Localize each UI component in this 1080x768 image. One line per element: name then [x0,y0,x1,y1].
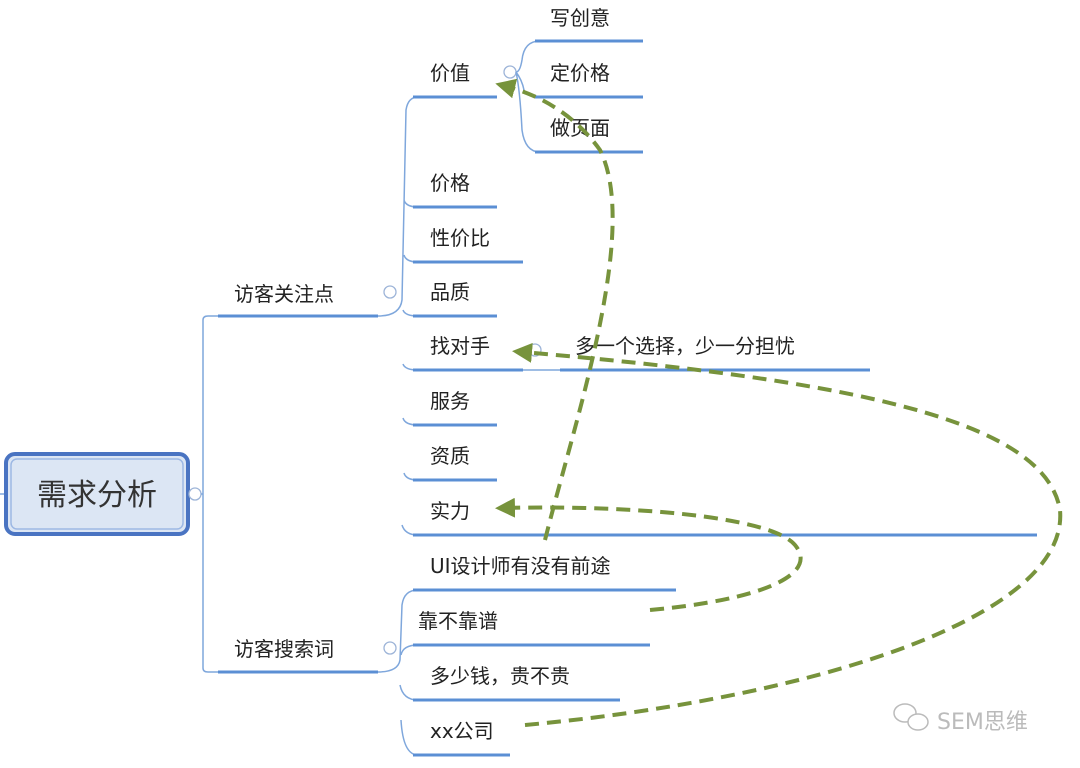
node-how-much[interactable]: 多少钱，贵不贵 [413,664,620,702]
node-label: 服务 [430,389,470,413]
node-cost-performance[interactable]: 性价比 [413,226,523,264]
node-reliable[interactable]: 靠不靠谱 [413,609,650,647]
node-service[interactable]: 服务 [413,389,497,427]
branch-label: 访客搜索词 [234,637,334,661]
node-xx-company[interactable]: xx公司 [413,719,510,757]
collapse-toggle-icon[interactable] [188,487,202,501]
node-label: 资质 [430,444,470,468]
node-value[interactable]: 价值 [413,61,497,99]
node-set-price[interactable]: 定价格 [535,61,643,99]
node-more-choice[interactable]: 多一个选择，少一分担忧 [560,334,870,372]
collapse-toggle-icon[interactable] [383,641,397,655]
branch-visitor-search-terms[interactable]: 访客搜索词 [218,637,378,674]
node-make-page[interactable]: 做页面 [535,116,643,154]
node-label: 价值 [430,61,470,85]
node-label: UI设计师有没有前途 [430,554,611,578]
node-label: 实力 [430,499,470,523]
relation-arrow-ui-to-value[interactable] [495,78,615,541]
relation-arrow-reliable-to-strength[interactable] [495,497,803,612]
node-find-competitor[interactable]: 找对手 [413,334,523,372]
root-label: 需求分析 [37,478,157,513]
node-label: 找对手 [430,334,490,358]
node-label: 定价格 [550,61,610,85]
node-price[interactable]: 价格 [413,171,497,209]
collapse-toggle-icon[interactable] [503,65,517,79]
node-strength[interactable]: 实力 [413,499,1037,537]
watermark: SEM思维 [893,703,1028,735]
node-label: 多少钱，贵不贵 [430,664,570,688]
node-quality[interactable]: 品质 [413,280,497,318]
node-write-creative[interactable]: 写创意 [535,6,643,43]
node-label: 靠不靠谱 [418,609,498,633]
branch-label: 访客关注点 [234,282,334,306]
node-qualification[interactable]: 资质 [413,444,497,482]
watermark-text: SEM思维 [937,710,1028,735]
node-ui-designer-future[interactable]: UI设计师有没有前途 [413,554,676,592]
node-label: 多一个选择，少一分担忧 [575,334,795,358]
wechat-icon [893,703,929,731]
root-node[interactable]: 需求分析 [0,452,190,536]
node-label: 价格 [430,171,470,195]
node-label: xx公司 [430,719,494,743]
node-label: 写创意 [550,6,610,30]
relation-arrow-xx-to-competitor[interactable] [512,342,1063,727]
branch-visitor-concerns[interactable]: 访客关注点 [218,282,378,318]
node-label: 品质 [430,280,470,304]
collapse-toggle-icon[interactable] [383,285,397,299]
node-label: 性价比 [430,226,490,250]
